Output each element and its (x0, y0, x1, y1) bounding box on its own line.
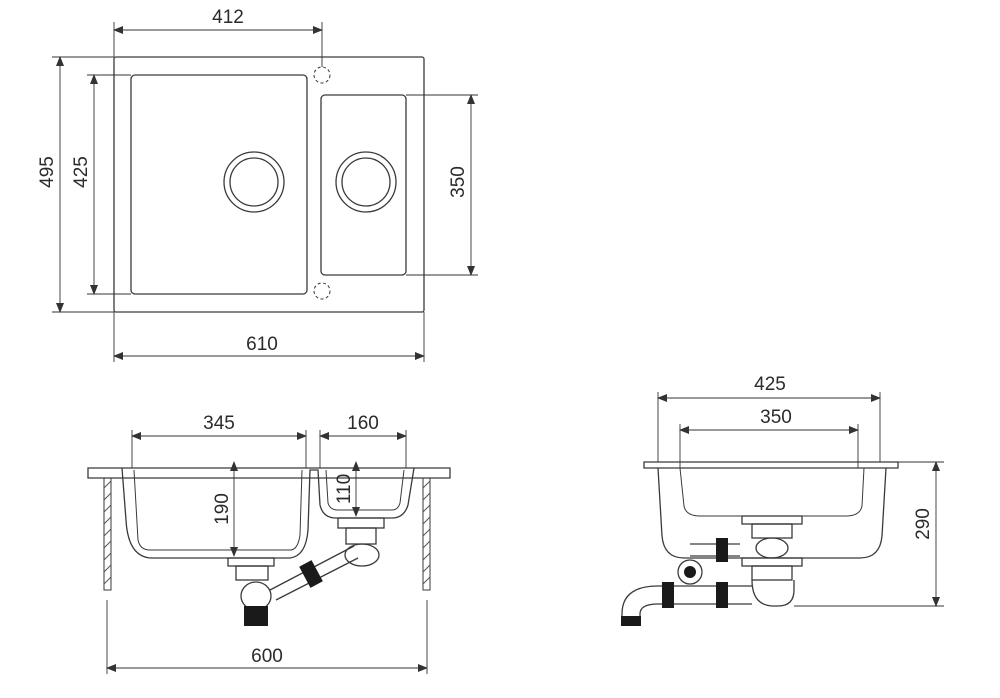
main-bowl-drain (223, 151, 285, 213)
top-view: 412 495 425 350 610 (37, 7, 478, 362)
cabinet-wall-right (422, 477, 431, 591)
small-bowl-drain (335, 151, 397, 213)
dim-label-412: 412 (212, 7, 244, 28)
front-small-drain (337, 517, 385, 567)
dim-label-290: 290 (913, 508, 934, 540)
side-trap (621, 538, 752, 626)
main-bowl-outline (130, 74, 308, 295)
dim-label-190: 190 (212, 493, 233, 525)
dim-label-425-side: 425 (754, 374, 786, 395)
dim-label-110: 110 (334, 474, 355, 504)
side-lower-drain (741, 557, 803, 607)
sink-outline (113, 56, 425, 313)
side-upper-drain (741, 515, 803, 559)
dim-label-610: 610 (246, 334, 278, 355)
front-sink-body (121, 467, 415, 559)
dim-label-160: 160 (347, 413, 379, 434)
tap-hole-bottom (313, 282, 331, 300)
dim-label-425-top: 425 (71, 156, 92, 188)
side-view: 425 350 290 (621, 374, 944, 626)
side-rim (643, 461, 899, 469)
front-overflow-pipe (269, 545, 359, 601)
dim-label-600: 600 (251, 646, 283, 667)
dim-label-350-top: 350 (448, 166, 469, 198)
front-rim (87, 467, 451, 479)
tap-hole-top (313, 66, 331, 84)
cabinet-wall-left (103, 477, 112, 591)
small-bowl-outline (320, 94, 407, 276)
dim-label-350-side: 350 (760, 407, 792, 428)
front-main-drain (227, 557, 275, 626)
dim-label-495: 495 (37, 156, 58, 188)
dim-label-345: 345 (203, 413, 235, 434)
front-view: 345 160 190 110 600 (87, 413, 451, 674)
